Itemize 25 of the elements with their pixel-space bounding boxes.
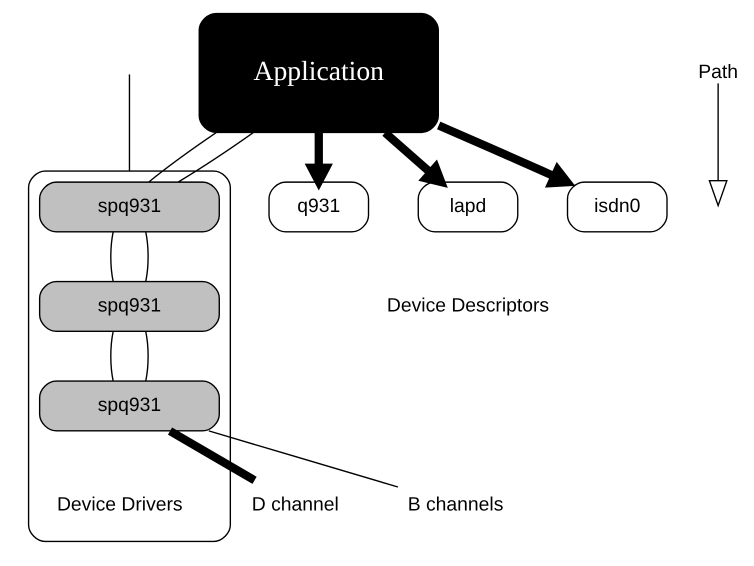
- node-box: isdn0: [566, 181, 668, 233]
- connector: [110, 332, 114, 382]
- node-text: Path: [698, 61, 738, 84]
- arrow: [304, 132, 332, 191]
- connector: [144, 232, 148, 282]
- connector: [110, 232, 114, 282]
- connector: [148, 132, 216, 183]
- connector: [208, 430, 398, 488]
- connector: [177, 132, 254, 183]
- node-text: D channel: [251, 494, 338, 516]
- connector: [167, 427, 256, 484]
- node-box: q931: [268, 181, 369, 233]
- label: Device Drivers: [56, 494, 182, 516]
- node-box: spq931: [38, 380, 220, 432]
- node-text: B channels: [407, 494, 503, 516]
- cluster: [27, 170, 231, 542]
- node-box: spq931: [38, 181, 220, 233]
- connector: [144, 332, 148, 382]
- node-box: lapd: [417, 181, 518, 233]
- node-box: spq931: [38, 280, 220, 332]
- connector: [128, 74, 130, 172]
- arrow: [436, 122, 575, 188]
- node-box: Application: [198, 12, 438, 134]
- label: Device Descriptors: [386, 294, 549, 317]
- arrow: [708, 83, 728, 208]
